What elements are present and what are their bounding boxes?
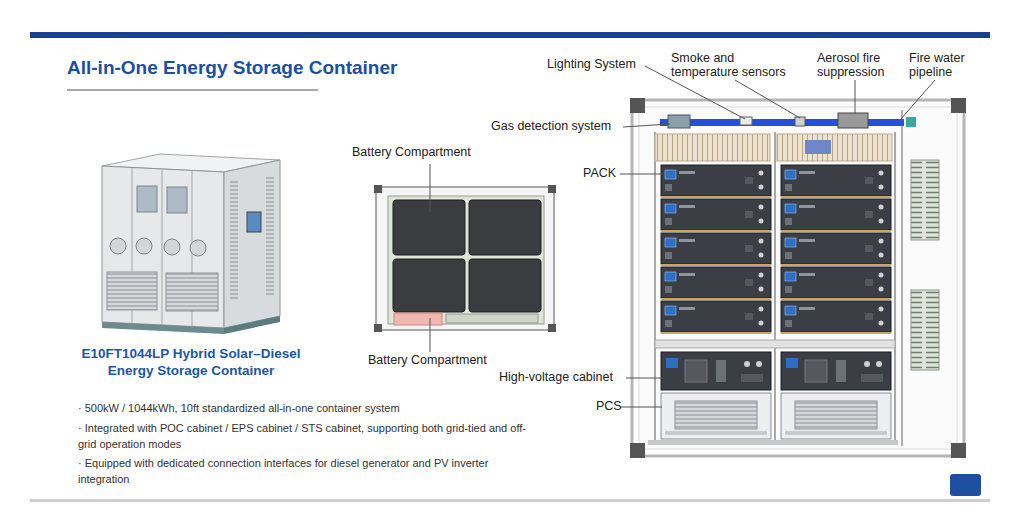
leader-line xyxy=(735,80,800,118)
corner-casting xyxy=(374,185,382,193)
battery-pack xyxy=(661,301,771,333)
container-side xyxy=(224,160,280,328)
side-grille xyxy=(230,180,238,300)
callout-label: Battery Compartment xyxy=(368,353,487,367)
leader-line xyxy=(623,124,670,127)
container-base xyxy=(224,316,280,334)
callout-label: Gas detection system xyxy=(491,119,611,133)
battery-pack xyxy=(781,199,891,231)
rack-post xyxy=(654,132,656,445)
inner-frame xyxy=(639,107,957,449)
callout-label: PACK xyxy=(583,166,616,180)
corner-casting xyxy=(374,324,382,332)
corner-casting xyxy=(630,98,645,113)
leader-line xyxy=(620,174,662,175)
battery-pack xyxy=(781,165,891,197)
gas-detector xyxy=(668,115,690,128)
battery-pack xyxy=(781,233,891,265)
spec-bullet: · Integrated with POC cabinet / EPS cabi… xyxy=(78,420,538,452)
side-vent xyxy=(911,160,939,240)
ac-panel xyxy=(805,140,831,154)
partition-wall xyxy=(901,110,903,446)
door-seam xyxy=(162,169,163,325)
container-base xyxy=(102,322,224,334)
top-view-frame xyxy=(376,187,554,330)
title-underline xyxy=(67,90,318,91)
top-view-drawing xyxy=(374,185,556,332)
high-voltage-box xyxy=(781,352,891,390)
smoke-sensor xyxy=(795,117,805,126)
vent-cap xyxy=(110,238,126,254)
battery-pack xyxy=(781,267,891,299)
container-front xyxy=(102,166,224,328)
callout-label: High-voltage cabinet xyxy=(499,370,613,384)
control-screen xyxy=(247,212,261,232)
battery-block xyxy=(469,259,541,312)
corner-casting xyxy=(951,443,966,458)
louver-grille xyxy=(107,272,157,310)
rack-shelf xyxy=(655,340,895,348)
header-bar xyxy=(30,32,990,38)
callout-label: Lighting System xyxy=(547,57,636,71)
battery-pack xyxy=(781,301,891,333)
side-vent xyxy=(911,290,939,370)
callout-label: Aerosol fire suppression xyxy=(817,51,899,79)
container-illustration xyxy=(102,154,280,334)
battery-pack xyxy=(661,165,771,197)
battery-block xyxy=(393,200,465,255)
spec-bullet: · 500kW / 1044kWh, 10ft standardized all… xyxy=(78,401,548,416)
battery-pack xyxy=(661,199,771,231)
pipe-fitting xyxy=(906,117,916,127)
pcs-unit xyxy=(781,393,891,439)
leader-line xyxy=(621,407,662,408)
front-view-drawing xyxy=(630,98,966,458)
equipment-zone xyxy=(394,313,442,325)
battery-block xyxy=(393,259,465,312)
floor-area xyxy=(388,196,544,324)
vent-cap xyxy=(136,238,152,254)
equipment-zone xyxy=(446,314,538,323)
side-grille xyxy=(266,176,274,296)
slide-title: All-in-One Energy Storage Container xyxy=(67,57,397,79)
product-caption: E10FT1044LP Hybrid Solar–Diesel Energy S… xyxy=(80,345,302,379)
leader-line xyxy=(430,164,431,212)
pcs-unit xyxy=(661,393,771,439)
leader-line xyxy=(855,80,856,114)
high-voltage-box xyxy=(661,352,771,390)
leader-line xyxy=(900,80,935,120)
corner-casting xyxy=(548,324,556,332)
front-view-frame xyxy=(632,100,964,456)
battery-block xyxy=(469,200,541,255)
air-conditioner xyxy=(777,134,892,161)
callout-label: Battery Compartment xyxy=(352,145,471,159)
vent-cap xyxy=(190,240,206,256)
corner-casting xyxy=(951,98,966,113)
aerosol-unit xyxy=(838,113,868,128)
leader-lines xyxy=(430,66,935,407)
base-rail xyxy=(648,440,898,445)
corner-casting xyxy=(548,185,556,193)
battery-pack xyxy=(661,267,771,299)
vent-cap xyxy=(164,239,180,255)
air-conditioner xyxy=(655,134,770,161)
corner-casting xyxy=(630,443,645,458)
light-fixture xyxy=(740,117,752,125)
footer-rule xyxy=(30,499,990,502)
leader-line xyxy=(626,378,662,379)
page-badge xyxy=(950,474,981,496)
door-window xyxy=(167,187,187,213)
spec-bullet: · Equipped with dedicated connection int… xyxy=(78,455,538,487)
louver-grille xyxy=(166,273,218,311)
callout-label: Smoke and temperature sensors xyxy=(671,51,793,79)
rack-post xyxy=(774,132,776,445)
leader-line xyxy=(430,318,431,352)
battery-pack xyxy=(661,233,771,265)
rack-post xyxy=(894,132,896,445)
door-window xyxy=(137,186,157,212)
callout-label: Fire water pipeline xyxy=(909,51,977,79)
callout-label: PCS xyxy=(596,399,622,413)
